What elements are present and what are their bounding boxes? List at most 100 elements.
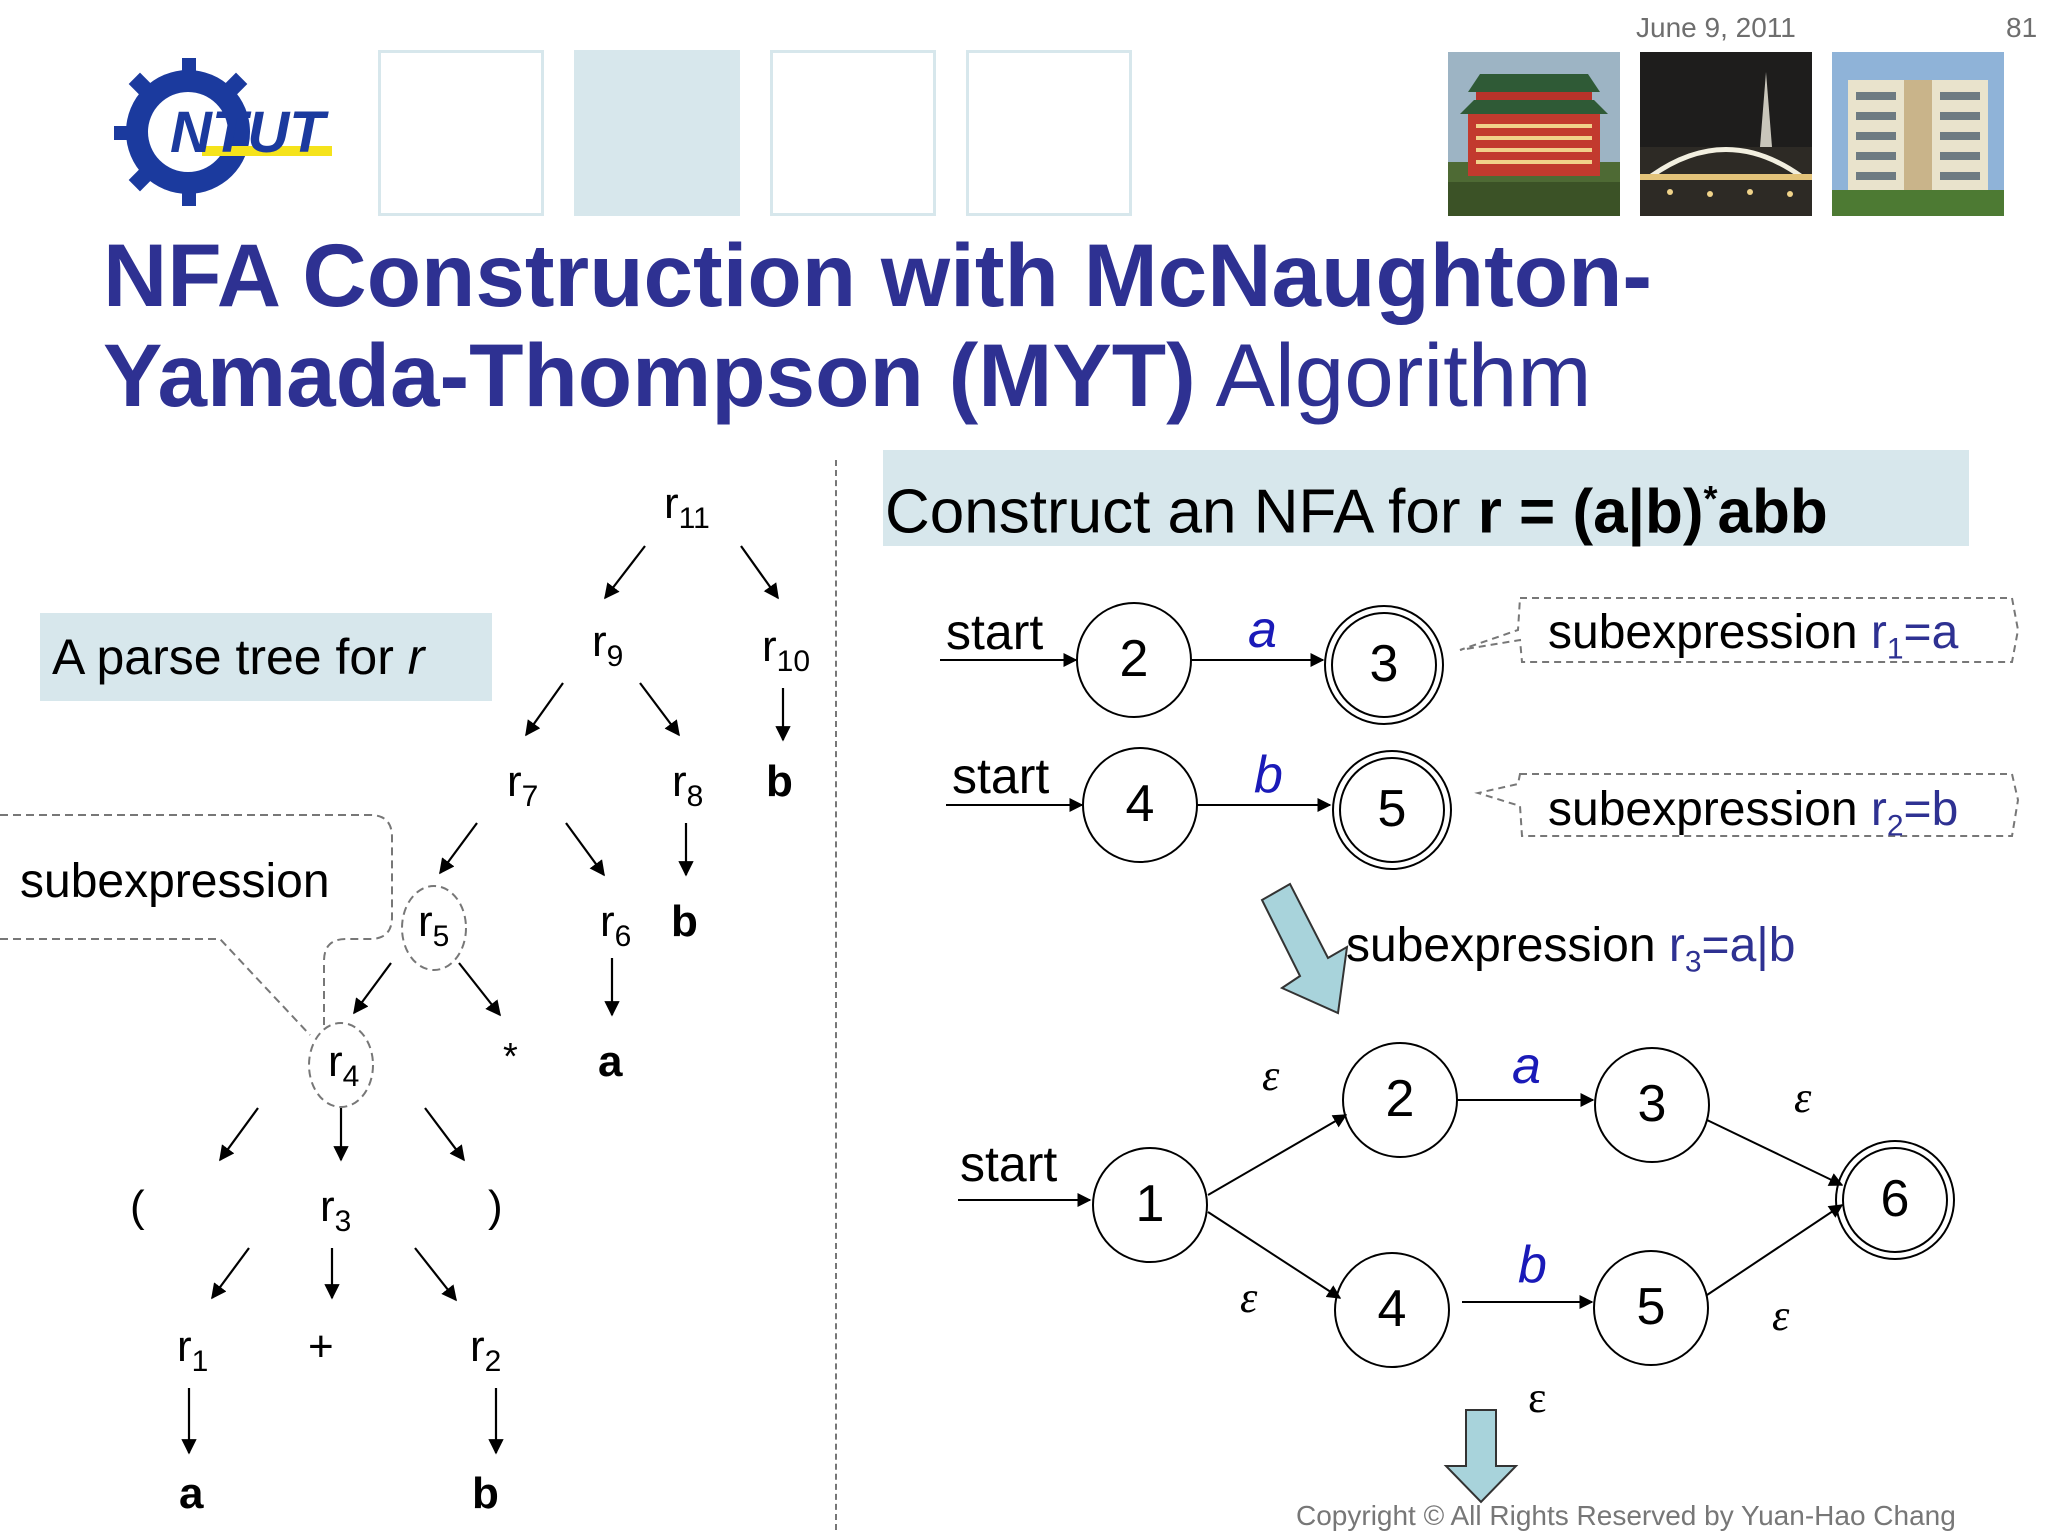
- slide-number: 81: [2006, 12, 2038, 43]
- nfa3-symbol-b: b: [1518, 1236, 1547, 1294]
- node-r2: r2: [470, 1322, 502, 1378]
- node-r2-index: 2: [484, 1345, 502, 1378]
- nfa1-state-to: 3: [1369, 635, 1399, 693]
- sub1-expr-r: r: [1870, 606, 1887, 659]
- sub3-expr-r: r: [1668, 919, 1685, 972]
- node-r3: r3: [320, 1182, 352, 1238]
- decor-square-2: [574, 50, 740, 216]
- nfa2-start-label: start: [952, 748, 1050, 804]
- leaf-rparen: ): [488, 1182, 503, 1231]
- column-divider: [835, 460, 837, 1530]
- nfa1-symbol: a: [1248, 601, 1277, 659]
- title-line-1: NFA Construction with McNaughton-: [103, 225, 1653, 325]
- sub1-expr: r1=a: [1870, 606, 1959, 666]
- leaf-b-mid: b: [671, 897, 698, 946]
- nfa-heading: Construct an NFA for r = (a|b)*abb: [885, 466, 1828, 546]
- sub1-text: subexpression: [1548, 606, 1871, 659]
- sub1-expr-val: =a: [1903, 606, 1959, 659]
- nfa3-state-2: 2: [1385, 1070, 1415, 1128]
- parse-tree-edges: [0, 545, 791, 1455]
- node-r7-index: 7: [521, 780, 539, 813]
- subexpression-callout: subexpression: [20, 855, 330, 908]
- leaf-b-top: b: [766, 757, 793, 806]
- epsilon-1-2: ε: [1262, 1051, 1280, 1100]
- parse-tree-label-text: A parse tree for r: [52, 630, 424, 684]
- node-r5-index: 5: [432, 920, 450, 953]
- nfa-heading-expr: r = (a|b): [1477, 477, 1704, 547]
- epsilon-next: ε: [1528, 1373, 1547, 1422]
- node-r5: r5: [418, 897, 450, 953]
- sub2-callout: subexpression r2=b: [1548, 782, 1958, 844]
- node-r1: r1: [177, 1322, 209, 1378]
- decor-square-1: [378, 50, 544, 216]
- epsilon-3-6: ε: [1794, 1073, 1812, 1122]
- nfa-heading-box: [883, 450, 1969, 546]
- nfa1-start-label: start: [946, 604, 1044, 660]
- decor-square-3: [770, 50, 936, 216]
- nfa-r3: [958, 1042, 1955, 1368]
- title-line-2-normal: Algorithm: [1195, 325, 1592, 425]
- node-r6-index: 6: [614, 920, 632, 953]
- leaf-a-bottom: a: [179, 1469, 204, 1518]
- node-r8: r8: [672, 757, 704, 813]
- parse-tree-label-var: r: [407, 629, 425, 685]
- node-r3-index: 3: [334, 1205, 352, 1238]
- leaf-a-mid: a: [598, 1037, 623, 1086]
- photo-campus-building: [1832, 52, 2004, 216]
- leaf-lparen: (: [130, 1182, 145, 1231]
- parse-tree-label: [40, 613, 492, 701]
- university-logo: NTUT: [110, 50, 340, 210]
- sub2-expr-val: =b: [1903, 783, 1959, 836]
- node-r9: r9: [592, 617, 624, 673]
- nfa-heading-star: *: [1703, 478, 1718, 519]
- node-r4-index: 4: [342, 1060, 360, 1093]
- nfa-r1: [940, 602, 1444, 725]
- leaf-star: *: [503, 1036, 518, 1078]
- sub3-expr-val: =a|b: [1701, 919, 1796, 972]
- node-r11: r11: [664, 479, 710, 535]
- nfa2-symbol: b: [1254, 746, 1283, 804]
- nfa2-state-to: 5: [1377, 780, 1407, 838]
- sub2-expr: r2=b: [1870, 783, 1959, 843]
- sub2-expr-idx: 2: [1886, 809, 1904, 843]
- sub3-expr: r3=a|b: [1668, 919, 1796, 979]
- sub3-label: subexpression r3=a|b: [1346, 918, 1795, 980]
- nfa3-start-label: start: [960, 1136, 1058, 1192]
- node-r1-index: 1: [191, 1345, 209, 1378]
- nfa3-state-4: 4: [1377, 1280, 1407, 1338]
- slide-date: June 9, 2011: [1636, 12, 1796, 43]
- node-r4: r4: [328, 1037, 360, 1093]
- nfa-r2: [946, 747, 1452, 870]
- nfa3-symbol-a: a: [1512, 1037, 1541, 1095]
- parse-tree-label-prefix: A parse tree for: [52, 629, 408, 685]
- title-line-2: Yamada-Thompson (MYT) Algorithm: [103, 325, 2003, 425]
- epsilon-1-4: ε: [1240, 1273, 1258, 1322]
- title-line-2-bold: Yamada-Thompson (MYT): [103, 325, 1196, 425]
- epsilon-5-6: ε: [1772, 1291, 1790, 1340]
- node-r9-index: 9: [606, 640, 624, 673]
- nfa3-state-1: 1: [1135, 1175, 1165, 1233]
- photo-bridge-night: [1640, 52, 1812, 216]
- sub3-expr-idx: 3: [1684, 945, 1702, 979]
- node-r11-index: 11: [678, 502, 710, 535]
- nfa1-state-from: 2: [1119, 630, 1149, 688]
- nfa3-state-3: 3: [1637, 1075, 1667, 1133]
- nfa-heading-prefix: Construct an NFA for: [885, 477, 1478, 547]
- sub1-callout: subexpression r1=a: [1548, 605, 1958, 667]
- leaf-b-bottom: b: [472, 1469, 499, 1518]
- nfa2-state-from: 4: [1125, 775, 1155, 833]
- logo-text: NTUT: [170, 100, 329, 165]
- sub2-expr-r: r: [1870, 783, 1887, 836]
- sub2-text: subexpression: [1548, 783, 1871, 836]
- node-r6: r6: [600, 897, 632, 953]
- node-r8-index: 8: [686, 780, 704, 813]
- decor-square-4: [966, 50, 1132, 216]
- nfa3-state-5: 5: [1636, 1278, 1666, 1336]
- leaf-plus: +: [308, 1322, 334, 1371]
- node-r7: r7: [507, 757, 539, 813]
- sub1-expr-idx: 1: [1886, 632, 1904, 666]
- node-r10-index: 10: [776, 645, 811, 678]
- down-arrow-2: [1443, 1409, 1519, 1504]
- photo-grand-hotel: [1448, 52, 1620, 216]
- sub3-text: subexpression: [1346, 919, 1669, 972]
